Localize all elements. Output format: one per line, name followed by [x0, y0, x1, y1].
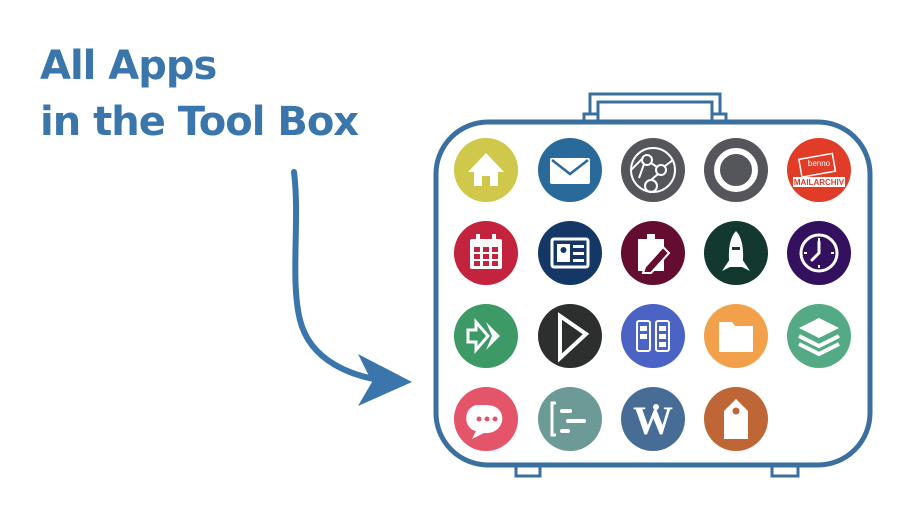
- arrow-forward-icon: [454, 304, 518, 368]
- kanban-icon: [621, 304, 685, 368]
- app-chat[interactable]: [454, 387, 518, 451]
- app-play[interactable]: [538, 304, 602, 368]
- gantt-icon: [538, 387, 602, 451]
- app-clock[interactable]: [787, 221, 851, 285]
- home-icon: [454, 138, 518, 202]
- toolbox-handle: [582, 92, 728, 124]
- curved-arrow: [291, 169, 412, 406]
- svg-text:MAILARCHIV: MAILARCHIV: [794, 178, 845, 187]
- clock-icon: [787, 221, 851, 285]
- rocket-icon: [704, 221, 768, 285]
- ring-icon: [704, 138, 768, 202]
- wiki-icon: W: [621, 387, 685, 451]
- app-gantt[interactable]: [538, 387, 602, 451]
- headline: All Apps in the Tool Box: [40, 38, 359, 150]
- app-calendar[interactable]: [454, 221, 518, 285]
- app-layers[interactable]: [787, 304, 851, 368]
- toolbox-body: [433, 119, 873, 468]
- app-rocket[interactable]: [704, 221, 768, 285]
- headline-line-1: All Apps: [40, 43, 217, 89]
- app-arrow-forward[interactable]: [454, 304, 518, 368]
- contact-card-icon: [538, 221, 602, 285]
- app-network-globe[interactable]: [621, 138, 685, 202]
- app-contact-card[interactable]: [538, 221, 602, 285]
- mail-icon: [538, 138, 602, 202]
- app-mail[interactable]: [538, 138, 602, 202]
- app-clipboard-edit[interactable]: [621, 221, 685, 285]
- app-benno-mailarchiv[interactable]: benno MAILARCHIV: [787, 138, 851, 202]
- layers-icon: [787, 304, 851, 368]
- app-folder[interactable]: [704, 304, 768, 368]
- svg-text:W: W: [633, 398, 673, 443]
- app-tag[interactable]: [704, 387, 768, 451]
- app-wiki[interactable]: W: [621, 387, 685, 451]
- play-icon: [538, 304, 602, 368]
- chat-icon: [454, 387, 518, 451]
- network-globe-icon: [621, 138, 685, 202]
- benno-mailarchiv-icon: benno MAILARCHIV: [787, 138, 851, 202]
- clipboard-edit-icon: [621, 221, 685, 285]
- svg-text:benno: benno: [808, 159, 831, 168]
- folder-icon: [704, 304, 768, 368]
- app-home[interactable]: [454, 138, 518, 202]
- calendar-icon: [454, 221, 518, 285]
- app-kanban[interactable]: [621, 304, 685, 368]
- headline-line-2: in the Tool Box: [40, 99, 359, 145]
- tag-icon: [704, 387, 768, 451]
- app-ring[interactable]: [704, 138, 768, 202]
